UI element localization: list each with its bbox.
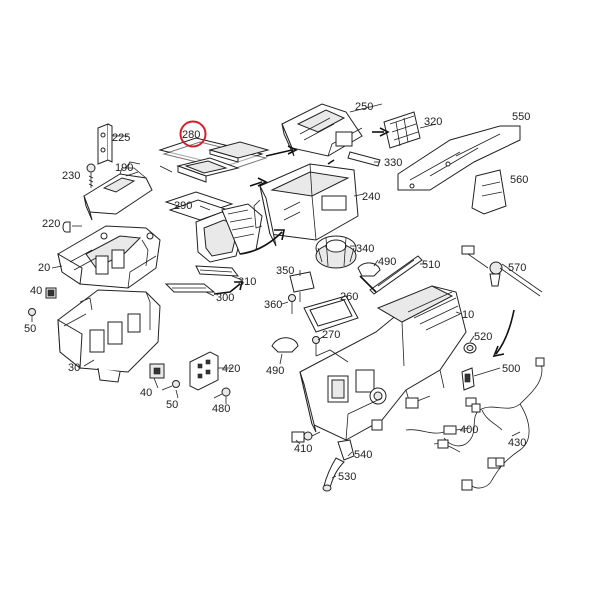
part-490b-clip <box>271 337 299 353</box>
label-360: 360 <box>264 299 282 311</box>
label-500: 500 <box>502 363 520 375</box>
part-280-holder <box>176 157 240 183</box>
label-480: 480 <box>212 403 230 415</box>
label-190: 190 <box>115 162 133 174</box>
part-250-housing <box>281 103 363 157</box>
label-250: 250 <box>355 101 373 113</box>
part-360-screw <box>288 294 296 314</box>
part-420-bracket <box>189 351 219 391</box>
label-240: 240 <box>362 191 380 203</box>
part-400-connector <box>405 425 461 453</box>
part-290-filter <box>164 191 263 263</box>
part-40b-grommet <box>149 363 165 379</box>
part-430-harness <box>443 357 545 491</box>
label-270: 270 <box>322 329 340 341</box>
label-510: 510 <box>422 259 440 271</box>
label-230: 230 <box>62 170 80 182</box>
part-230-screw <box>86 163 96 188</box>
part-240-housing <box>253 163 359 247</box>
part-260-gasket <box>303 295 359 333</box>
label-540: 540 <box>354 449 372 461</box>
part-220-clip <box>62 221 71 233</box>
part-560-panel <box>471 169 507 215</box>
part-500-connector <box>461 367 475 391</box>
label-10: 10 <box>462 309 474 321</box>
part-350-connector <box>289 271 315 302</box>
label-490-top: 490 <box>378 256 396 268</box>
label-330: 330 <box>384 157 402 169</box>
label-520: 520 <box>474 331 492 343</box>
label-280: 280 <box>182 129 200 141</box>
part-550-panel <box>397 125 521 191</box>
part-330-strip <box>347 151 381 167</box>
part-490a-clip <box>357 262 381 277</box>
label-225: 225 <box>112 132 130 144</box>
label-420: 420 <box>222 363 240 375</box>
label-50-lower: 50 <box>166 399 178 411</box>
label-50-top: 50 <box>24 323 36 335</box>
part-480-screw <box>213 387 231 399</box>
label-30: 30 <box>68 362 80 374</box>
part-20-housing <box>57 225 161 289</box>
assembly-arrows <box>213 127 515 358</box>
part-190-duct <box>83 161 153 221</box>
label-430: 430 <box>508 437 526 449</box>
part-570-sensor <box>461 245 543 297</box>
part-270-screw <box>312 336 320 356</box>
part-10-hvac-housing <box>299 285 467 441</box>
part-300-strip <box>164 283 216 293</box>
label-320: 320 <box>424 116 442 128</box>
label-40-lower: 40 <box>140 387 152 399</box>
part-labels: 225 280 250 320 550 230 190 330 560 240 … <box>24 101 530 483</box>
label-550: 550 <box>512 111 530 123</box>
highlight-circle-280 <box>179 120 207 148</box>
leader-lines <box>51 103 521 479</box>
label-260: 260 <box>340 291 358 303</box>
label-310: 310 <box>238 276 256 288</box>
part-310-strip <box>195 265 240 277</box>
part-40a-grommet <box>45 287 57 299</box>
part-50b-screw <box>161 380 180 391</box>
part-520-grommet <box>463 342 477 354</box>
part-340-blower <box>315 235 357 269</box>
label-350: 350 <box>276 265 294 277</box>
label-40-top: 40 <box>30 285 42 297</box>
part-320-panel <box>383 111 421 149</box>
part-510-strip <box>369 255 423 295</box>
label-490-lower: 490 <box>266 365 284 377</box>
part-225-bracket <box>97 123 128 165</box>
label-290: 290 <box>174 200 192 212</box>
label-530: 530 <box>338 471 356 483</box>
label-20: 20 <box>38 262 50 274</box>
part-50a-screw <box>28 308 36 322</box>
label-340: 340 <box>356 243 374 255</box>
label-300: 300 <box>216 292 234 304</box>
label-220: 220 <box>42 218 60 230</box>
part-530-drain-hose <box>322 457 345 492</box>
label-400: 400 <box>460 424 478 436</box>
label-570: 570 <box>508 262 526 274</box>
label-560: 560 <box>510 174 528 186</box>
part-540-hose <box>337 439 355 461</box>
part-30-housing <box>57 289 161 383</box>
label-410: 410 <box>294 443 312 455</box>
